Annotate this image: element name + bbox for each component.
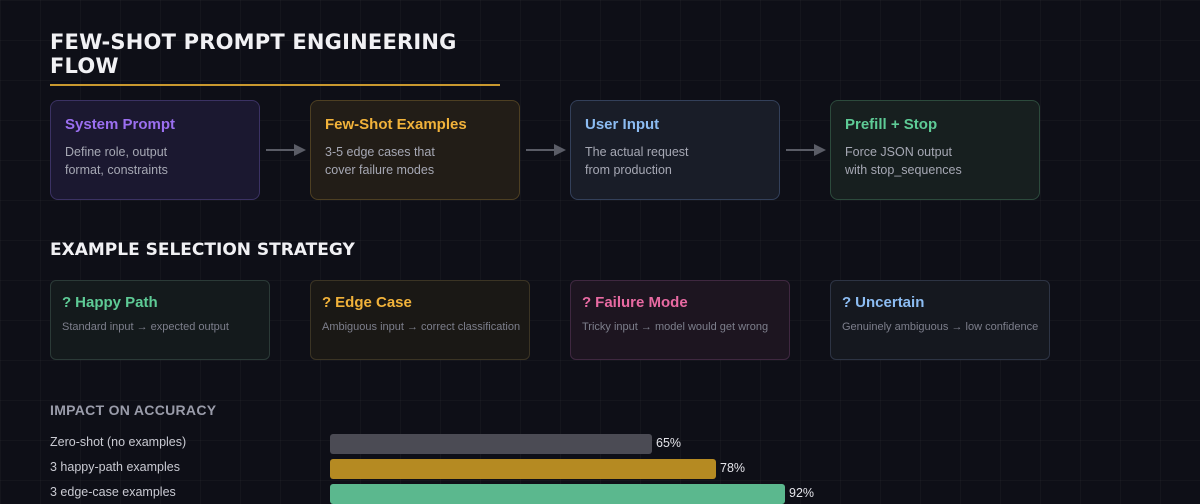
strategy-card-description: Tricky input → model would get wrong: [582, 321, 769, 333]
flow-step-description: The actual request from production: [585, 145, 689, 177]
unknown-glyph-icon: ?: [842, 294, 852, 311]
bar-category-label: Zero-shot (no examples): [50, 435, 187, 449]
unknown-glyph-icon: ?: [322, 294, 332, 311]
flow-step-title: User Input: [585, 116, 660, 133]
strategy-card-heading: ?Uncertain: [842, 294, 1038, 311]
flow-step-description: 3-5 edge cases that cover failure modes: [325, 145, 435, 177]
page-title: FEW-SHOT PROMPT ENGINEERING FLOW: [50, 30, 500, 86]
arrow-right-icon: [526, 144, 566, 156]
strategy-card-failure-mode: ?Failure Mode Tricky input → model would…: [570, 280, 790, 360]
bar: [330, 434, 652, 454]
flow-step-description: Force JSON output with stop_sequences: [845, 145, 962, 177]
strategy-card-happy-path: ?Happy Path Standard input → expected ou…: [50, 280, 270, 360]
bar-value-label: 65%: [656, 436, 682, 450]
flow-step-description: Define role, output format, constraints: [65, 145, 168, 177]
flow-step-user-input: User Input The actual request from produ…: [570, 100, 780, 200]
bar: [330, 459, 716, 479]
unknown-glyph-icon: ?: [582, 294, 592, 311]
strategy-card-label: Edge Case: [335, 294, 412, 311]
unknown-glyph-icon: ?: [62, 294, 72, 311]
flow-step-title: Few-Shot Examples: [325, 116, 467, 133]
bar-value-label: 78%: [720, 461, 746, 475]
flow-step-system-prompt: System Prompt Define role, output format…: [50, 100, 260, 200]
bar-row: 3 happy-path examples 78%: [50, 458, 1150, 479]
strategy-card-heading: ?Edge Case: [322, 294, 518, 311]
strategy-card-uncertain: ?Uncertain Genuinely ambiguous → low con…: [830, 280, 1050, 360]
strategy-card-label: Uncertain: [855, 294, 925, 311]
section-title: EXAMPLE SELECTION STRATEGY: [50, 240, 355, 260]
flow-step-title: Prefill + Stop: [845, 116, 938, 133]
strategy-card-description: Standard input → expected output: [62, 321, 229, 333]
strategy-card-label: Failure Mode: [595, 294, 688, 311]
bar-row: Zero-shot (no examples) 65%: [50, 433, 1150, 454]
arrow-right-icon: [786, 144, 826, 156]
strategy-card-heading: ?Happy Path: [62, 294, 258, 311]
flow-step-title: System Prompt: [65, 116, 176, 133]
bar-category-label: 3 edge-case examples: [50, 485, 176, 499]
bar-value-label: 92%: [789, 486, 815, 500]
arrow-right-icon: [266, 144, 306, 156]
bar-row: 3 edge-case examples 92%: [50, 483, 1150, 504]
strategy-card-edge-case: ?Edge Case Ambiguous input → correct cla…: [310, 280, 530, 360]
strategy-card-heading: ?Failure Mode: [582, 294, 778, 311]
flow-step-few-shot-examples: Few-Shot Examples 3-5 edge cases that co…: [310, 100, 520, 200]
bar-category-label: 3 happy-path examples: [50, 460, 180, 474]
bar: [330, 484, 785, 504]
strategy-card-label: Happy Path: [75, 294, 158, 311]
flow-step-prefill-stop: Prefill + Stop Force JSON output with st…: [830, 100, 1040, 200]
impact-section-title: IMPACT ON ACCURACY: [50, 402, 217, 418]
strategy-card-description: Ambiguous input → correct classification: [322, 321, 521, 333]
strategy-card-description: Genuinely ambiguous → low confidence: [842, 321, 1039, 333]
